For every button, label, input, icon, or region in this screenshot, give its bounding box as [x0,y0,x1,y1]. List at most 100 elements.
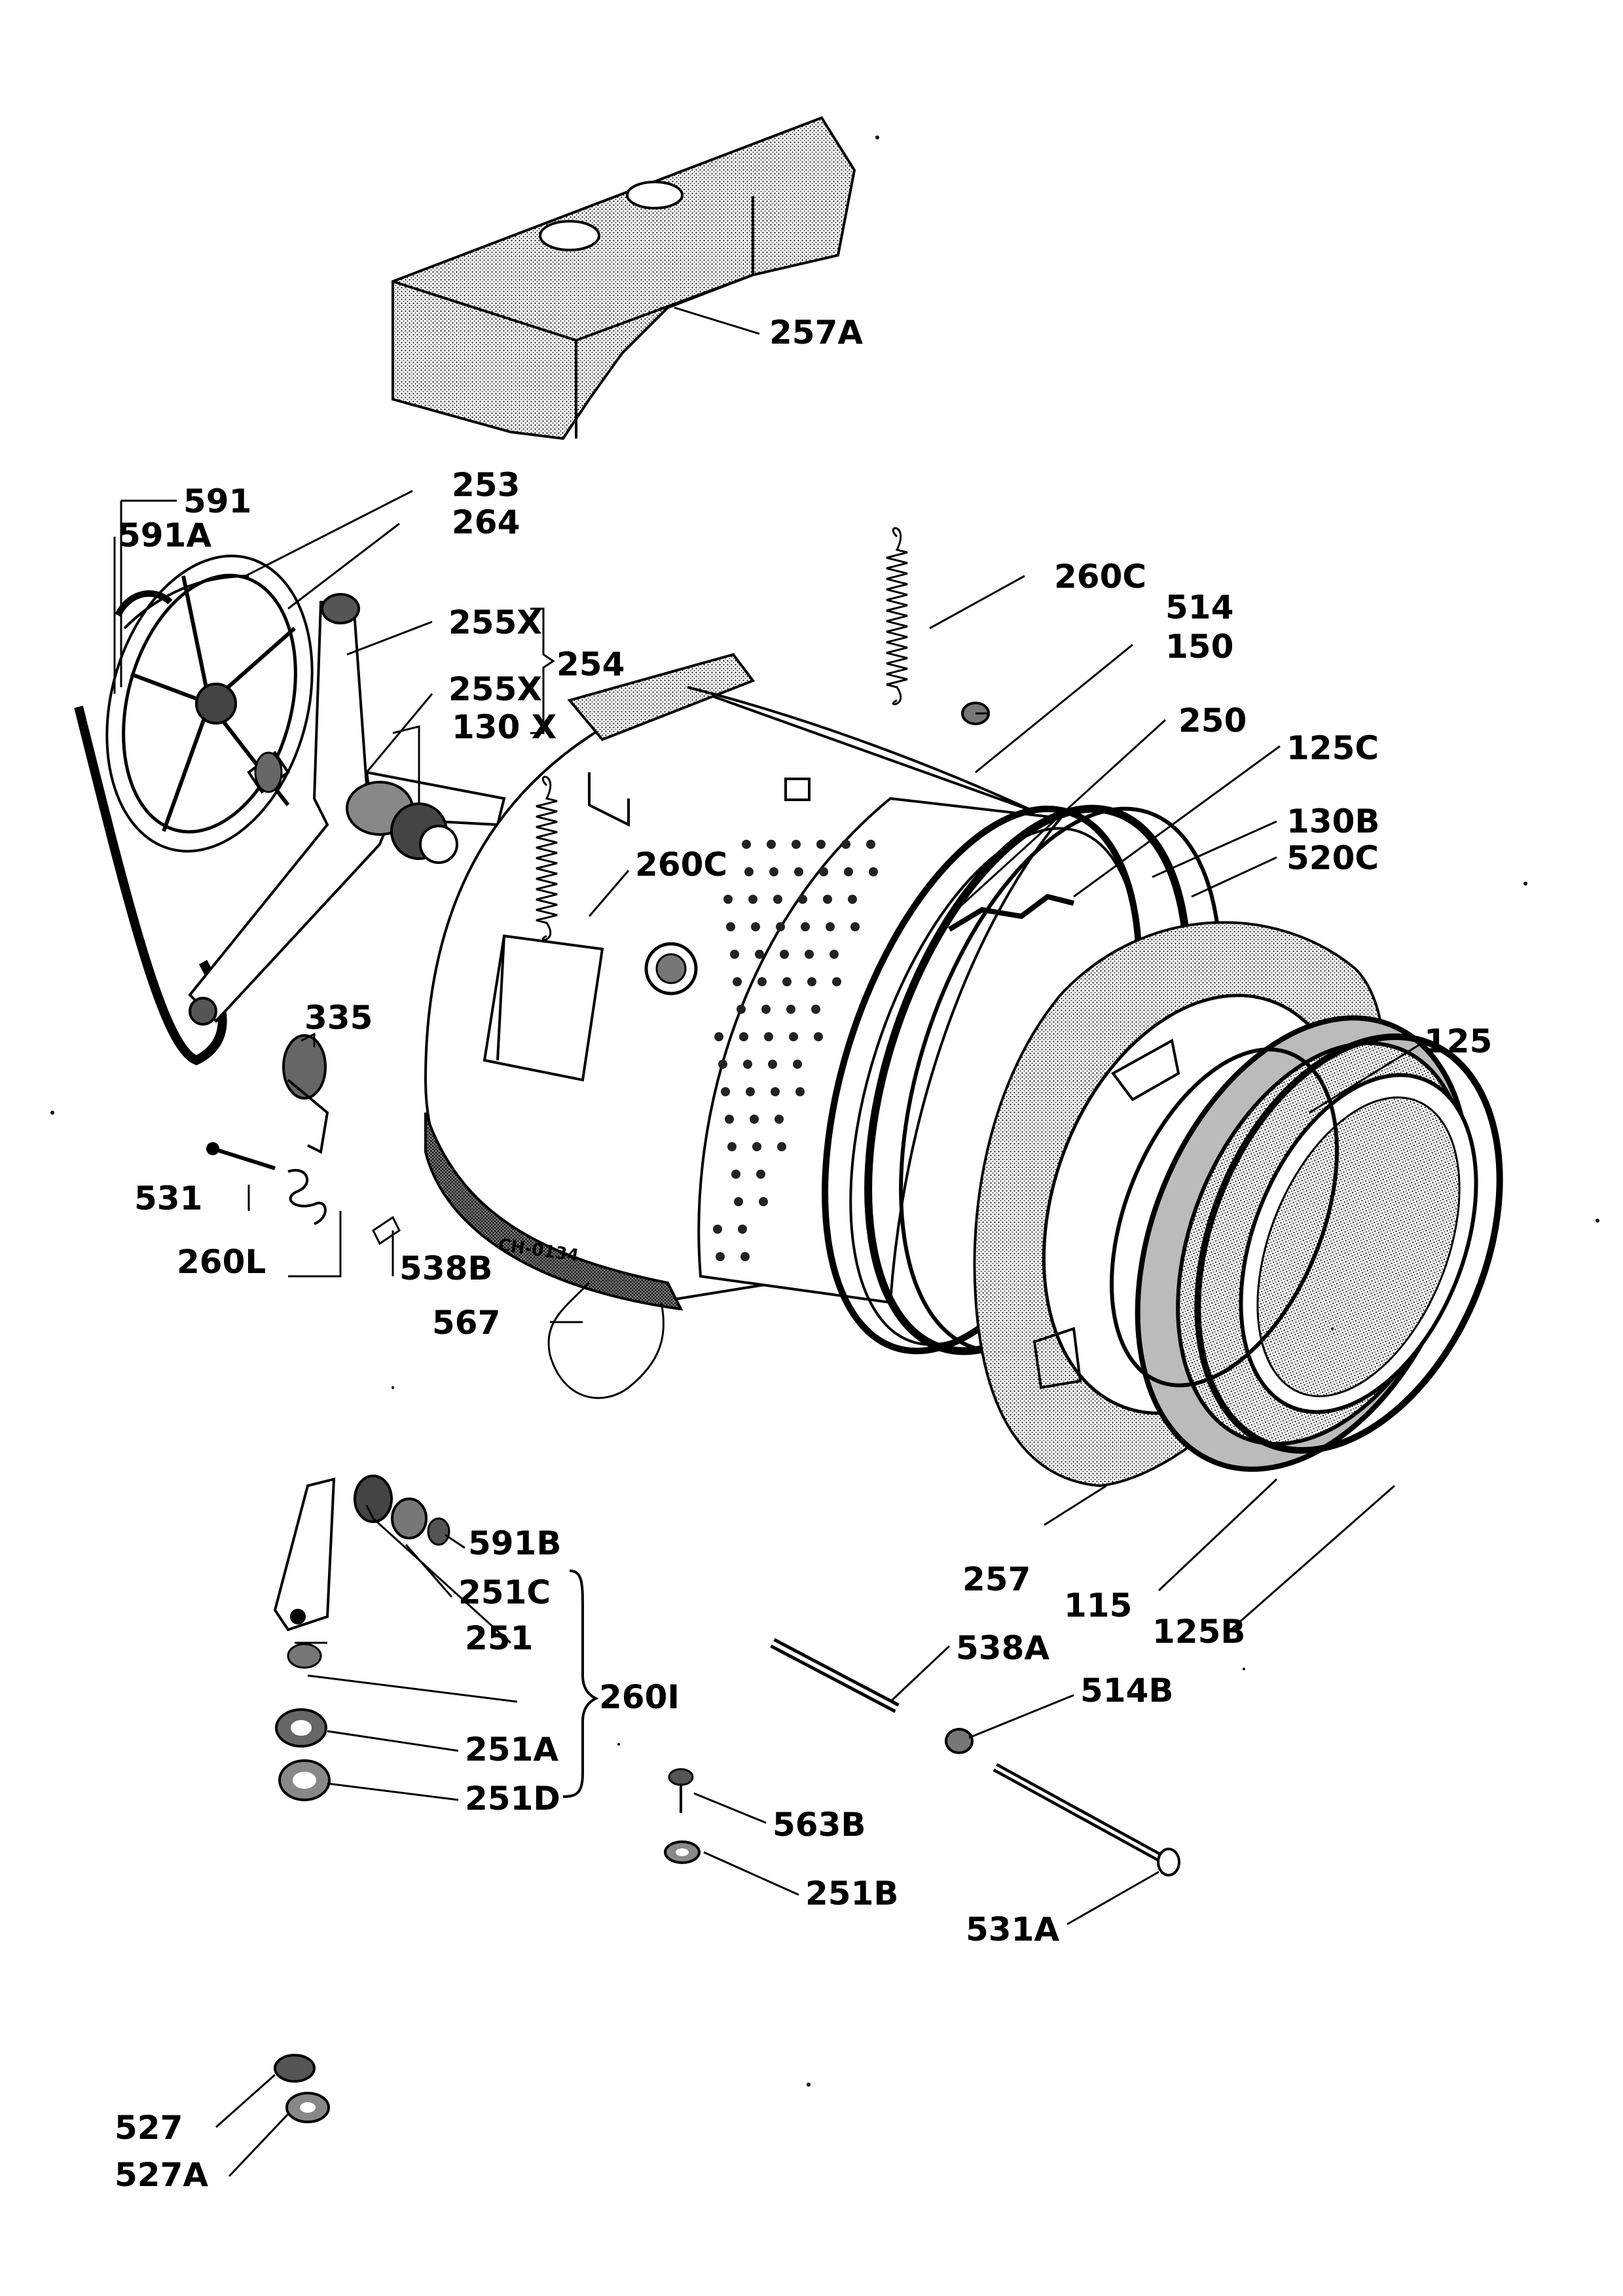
label-538B: 538B [399,1249,492,1287]
drum-hole [725,1115,734,1124]
drum-hole [748,895,757,904]
drum-hole [771,1087,780,1096]
label-527: 527 [115,2109,183,2147]
label-567: 567 [432,1304,500,1342]
drum-hole [807,977,816,986]
drum-hole [866,840,875,849]
drum-hole [776,922,785,931]
drum-hole [823,895,832,904]
drum-hole [780,950,789,959]
drum-hole [718,1060,727,1069]
drum-hole [805,950,814,959]
label-251C: 251C [458,1573,551,1611]
paper-specks [50,135,1599,2087]
drum-hole [738,1225,747,1234]
label-527A: 527A [115,2156,208,2194]
seal-251C [354,1475,450,1546]
drum-hole [723,895,733,904]
label-255X-b: 255X [448,670,542,708]
drum-hole [869,867,878,876]
door-bellow-gasket [1110,1015,1503,1472]
label-130X: 130 X [452,708,556,746]
label-514B: 514B [1080,1672,1173,1710]
drum-hole [742,840,751,849]
drum-hole [743,1060,752,1069]
washer-251B [664,1840,701,1864]
label-125: 125 [1424,1022,1492,1060]
drum-hole [773,895,782,904]
pin-538B [372,1215,401,1246]
nut-527 [274,2054,316,2083]
drum-hole [768,1060,777,1069]
drum-hole [746,1087,755,1096]
inner-drum [697,797,1063,1304]
label-254: 254 [556,645,625,683]
drum-hole [726,922,735,931]
label-150: 150 [1165,628,1233,666]
drum-hole [832,977,841,986]
label-531: 531 [134,1179,202,1217]
bolt-531 [206,1142,276,1170]
drum-hole [769,867,778,876]
bracket-335 [282,1034,329,1154]
drum-hole [733,977,742,986]
label-257A: 257A [769,314,863,351]
drum-hole [716,1252,725,1261]
drum-hole [775,1115,784,1124]
drum-hole [714,1032,723,1041]
label-253: 253 [452,466,520,504]
drum-hole [764,1032,773,1041]
label-591B: 591B [468,1524,561,1562]
label-251: 251 [465,1619,533,1657]
label-260C-b: 260C [635,846,727,884]
label-251D: 251D [465,1780,560,1818]
drum-hole [767,840,776,849]
foot-527A [285,2092,330,2123]
drum-hole [819,867,828,876]
spring-top [886,527,908,706]
label-257: 257 [962,1560,1030,1598]
drum-hole [737,1005,746,1014]
label-125B: 125B [1152,1613,1245,1651]
drum-hole [841,840,850,849]
bushing-251A [275,1708,327,1748]
drum-hole [731,1170,740,1179]
drum-hole [727,1142,737,1151]
label-335: 335 [304,999,373,1037]
drum-hole [739,1032,748,1041]
nut-514B [945,1728,974,1754]
drum-hole [755,950,764,959]
lever-251 [273,1477,336,1669]
rod-538A [770,1638,900,1713]
drum-hole [777,1142,786,1151]
drum-hole [795,1087,805,1096]
drum-hole [744,867,754,876]
wire-567 [547,1282,665,1399]
drum-hole [759,1197,768,1206]
counterweight-top [392,116,856,440]
drum-hole [757,977,767,986]
drum-hole [801,922,810,931]
drum-hole [713,1225,722,1234]
label-130B: 130B [1286,802,1379,840]
bolt-531A [993,1763,1180,1876]
drum-hole [826,922,835,931]
label-514: 514 [1165,588,1233,626]
label-251B: 251B [805,1874,898,1912]
drum-hole [798,895,807,904]
drum-hole [761,1005,771,1014]
drum-hole [850,922,860,931]
label-115: 115 [1064,1587,1132,1624]
label-520C: 520C [1286,839,1379,877]
drum-hole [782,977,792,986]
drum-hole [848,895,857,904]
drum-hole [751,922,760,931]
label-538A: 538A [956,1629,1049,1667]
drum-hole [811,1005,820,1014]
drum-hole [752,1142,761,1151]
bushing-251D [278,1759,331,1801]
drum-hole [794,867,803,876]
drum-hole [816,840,826,849]
